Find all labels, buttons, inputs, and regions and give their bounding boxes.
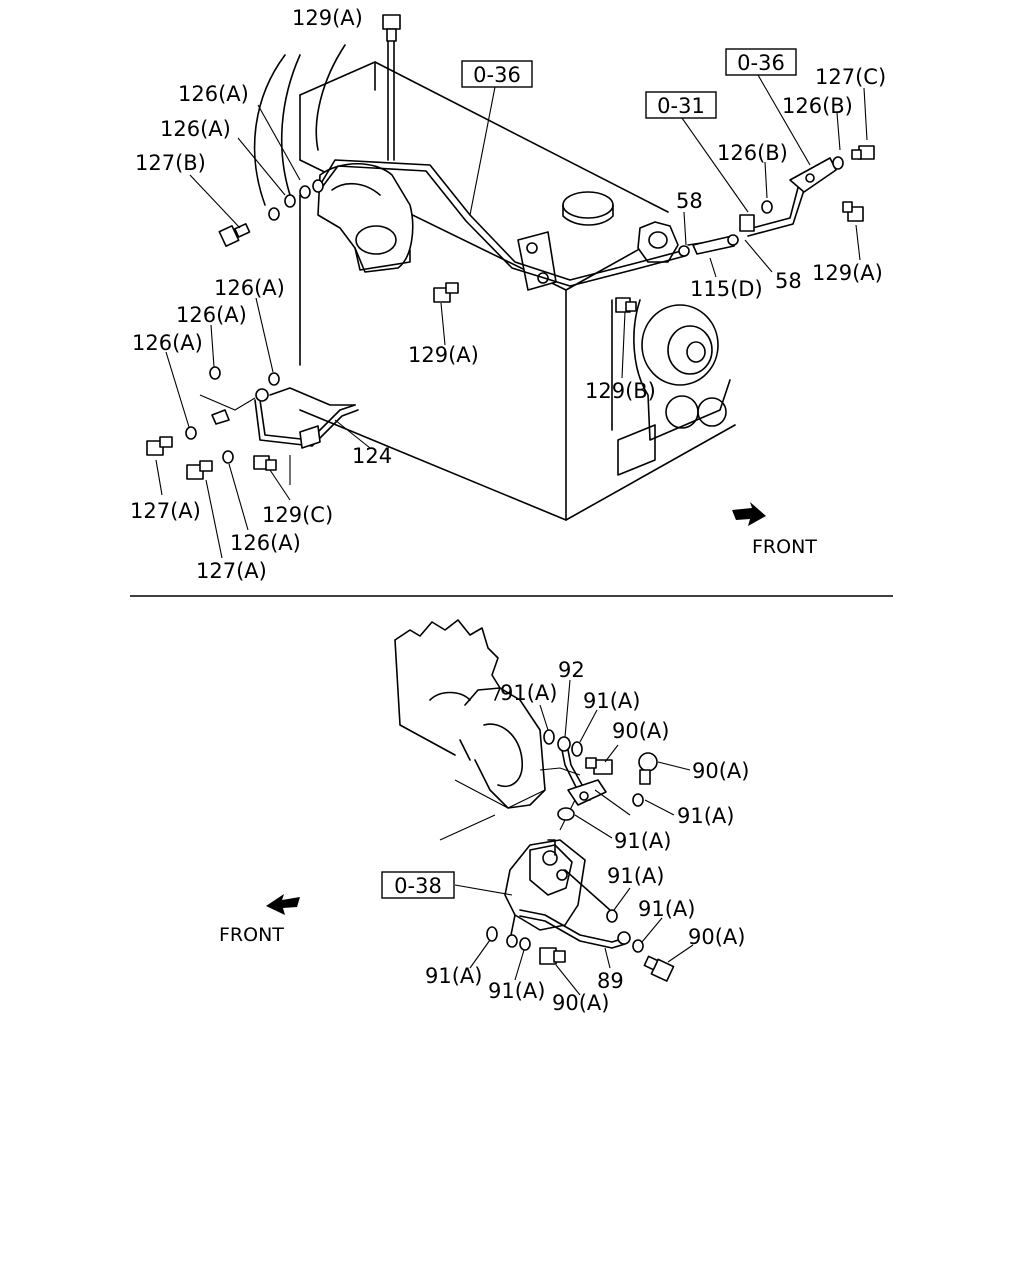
label-129b: 129(B) <box>585 379 656 403</box>
ref-box-upper-2: 0-36 <box>737 51 785 75</box>
label-89: 89 <box>597 969 624 993</box>
label-58-bottom: 58 <box>775 269 802 293</box>
bolt-129a-right <box>842 201 864 222</box>
bolt-90a-4 <box>539 947 566 965</box>
label-90a-3: 90(A) <box>688 925 745 949</box>
bolt-129a-mid <box>433 282 459 303</box>
label-126a-5: 126(A) <box>132 331 203 355</box>
bolt-129b <box>615 297 637 313</box>
label-126a-6: 126(A) <box>230 531 301 555</box>
label-91a-2: 91(A) <box>583 689 640 713</box>
label-126a-1: 126(A) <box>178 82 249 106</box>
engine-block-drawing <box>253 44 736 521</box>
label-91a-7: 91(A) <box>425 964 482 988</box>
front-label-lower: FRONT <box>219 924 284 946</box>
label-91a-5: 91(A) <box>607 864 664 888</box>
bolt-90a-3 <box>643 955 675 982</box>
label-90a-2: 90(A) <box>692 759 749 783</box>
upper-pipes <box>199 39 837 485</box>
label-91a-8: 91(A) <box>488 979 545 1003</box>
union-58 <box>678 214 755 257</box>
lower-fasteners <box>486 729 675 982</box>
upper-leaders <box>155 74 868 559</box>
ref-box-lower: 0-38 <box>394 874 442 898</box>
label-129a-top: 129(A) <box>292 6 363 30</box>
label-127a-2: 127(A) <box>196 559 267 583</box>
bolt-90a-1 <box>585 757 613 775</box>
label-127b: 127(B) <box>135 151 206 175</box>
bolt-127b <box>218 223 251 248</box>
label-129a-mid: 129(A) <box>408 343 479 367</box>
ref-box-lower-frame <box>381 871 455 899</box>
label-127c: 127(C) <box>815 65 886 89</box>
label-90a-4: 90(A) <box>552 991 609 1015</box>
label-90a-1: 90(A) <box>612 719 669 743</box>
front-arrow-icon-lower <box>266 894 300 915</box>
label-127a-1: 127(A) <box>130 499 201 523</box>
label-91a-4: 91(A) <box>614 829 671 853</box>
label-126b-1: 126(B) <box>782 94 853 118</box>
label-126a-2: 126(A) <box>160 117 231 141</box>
upper-ref-boxes <box>461 48 797 119</box>
bolt-127a-mid <box>186 460 213 480</box>
bolt-127c <box>851 145 875 160</box>
ref-box-upper-0: 0-36 <box>473 63 521 87</box>
lower-block-drawing <box>394 619 631 949</box>
lower-leaders <box>454 679 694 996</box>
ref-box-upper-1: 0-31 <box>657 94 705 118</box>
bolt-129a-top <box>382 14 401 42</box>
label-124: 124 <box>352 444 392 468</box>
label-129c: 129(C) <box>262 503 333 527</box>
front-arrow-icon-upper <box>732 502 766 526</box>
label-126a-4: 126(A) <box>176 303 247 327</box>
label-115d: 115(D) <box>690 277 763 301</box>
label-91a-6: 91(A) <box>638 897 695 921</box>
label-58-top: 58 <box>676 189 703 213</box>
label-91a-3: 91(A) <box>677 804 734 828</box>
upper-fasteners <box>146 14 875 480</box>
front-label-upper: FRONT <box>752 536 817 558</box>
label-92: 92 <box>558 658 585 682</box>
label-129a-right: 129(A) <box>812 261 883 285</box>
label-126b-2: 126(B) <box>717 141 788 165</box>
bolt-127a-left <box>146 436 173 456</box>
bolt-129c <box>253 455 277 471</box>
label-126a-3: 126(A) <box>214 276 285 300</box>
banjo-90a-2 <box>638 752 658 785</box>
label-91a-1: 91(A) <box>500 681 557 705</box>
